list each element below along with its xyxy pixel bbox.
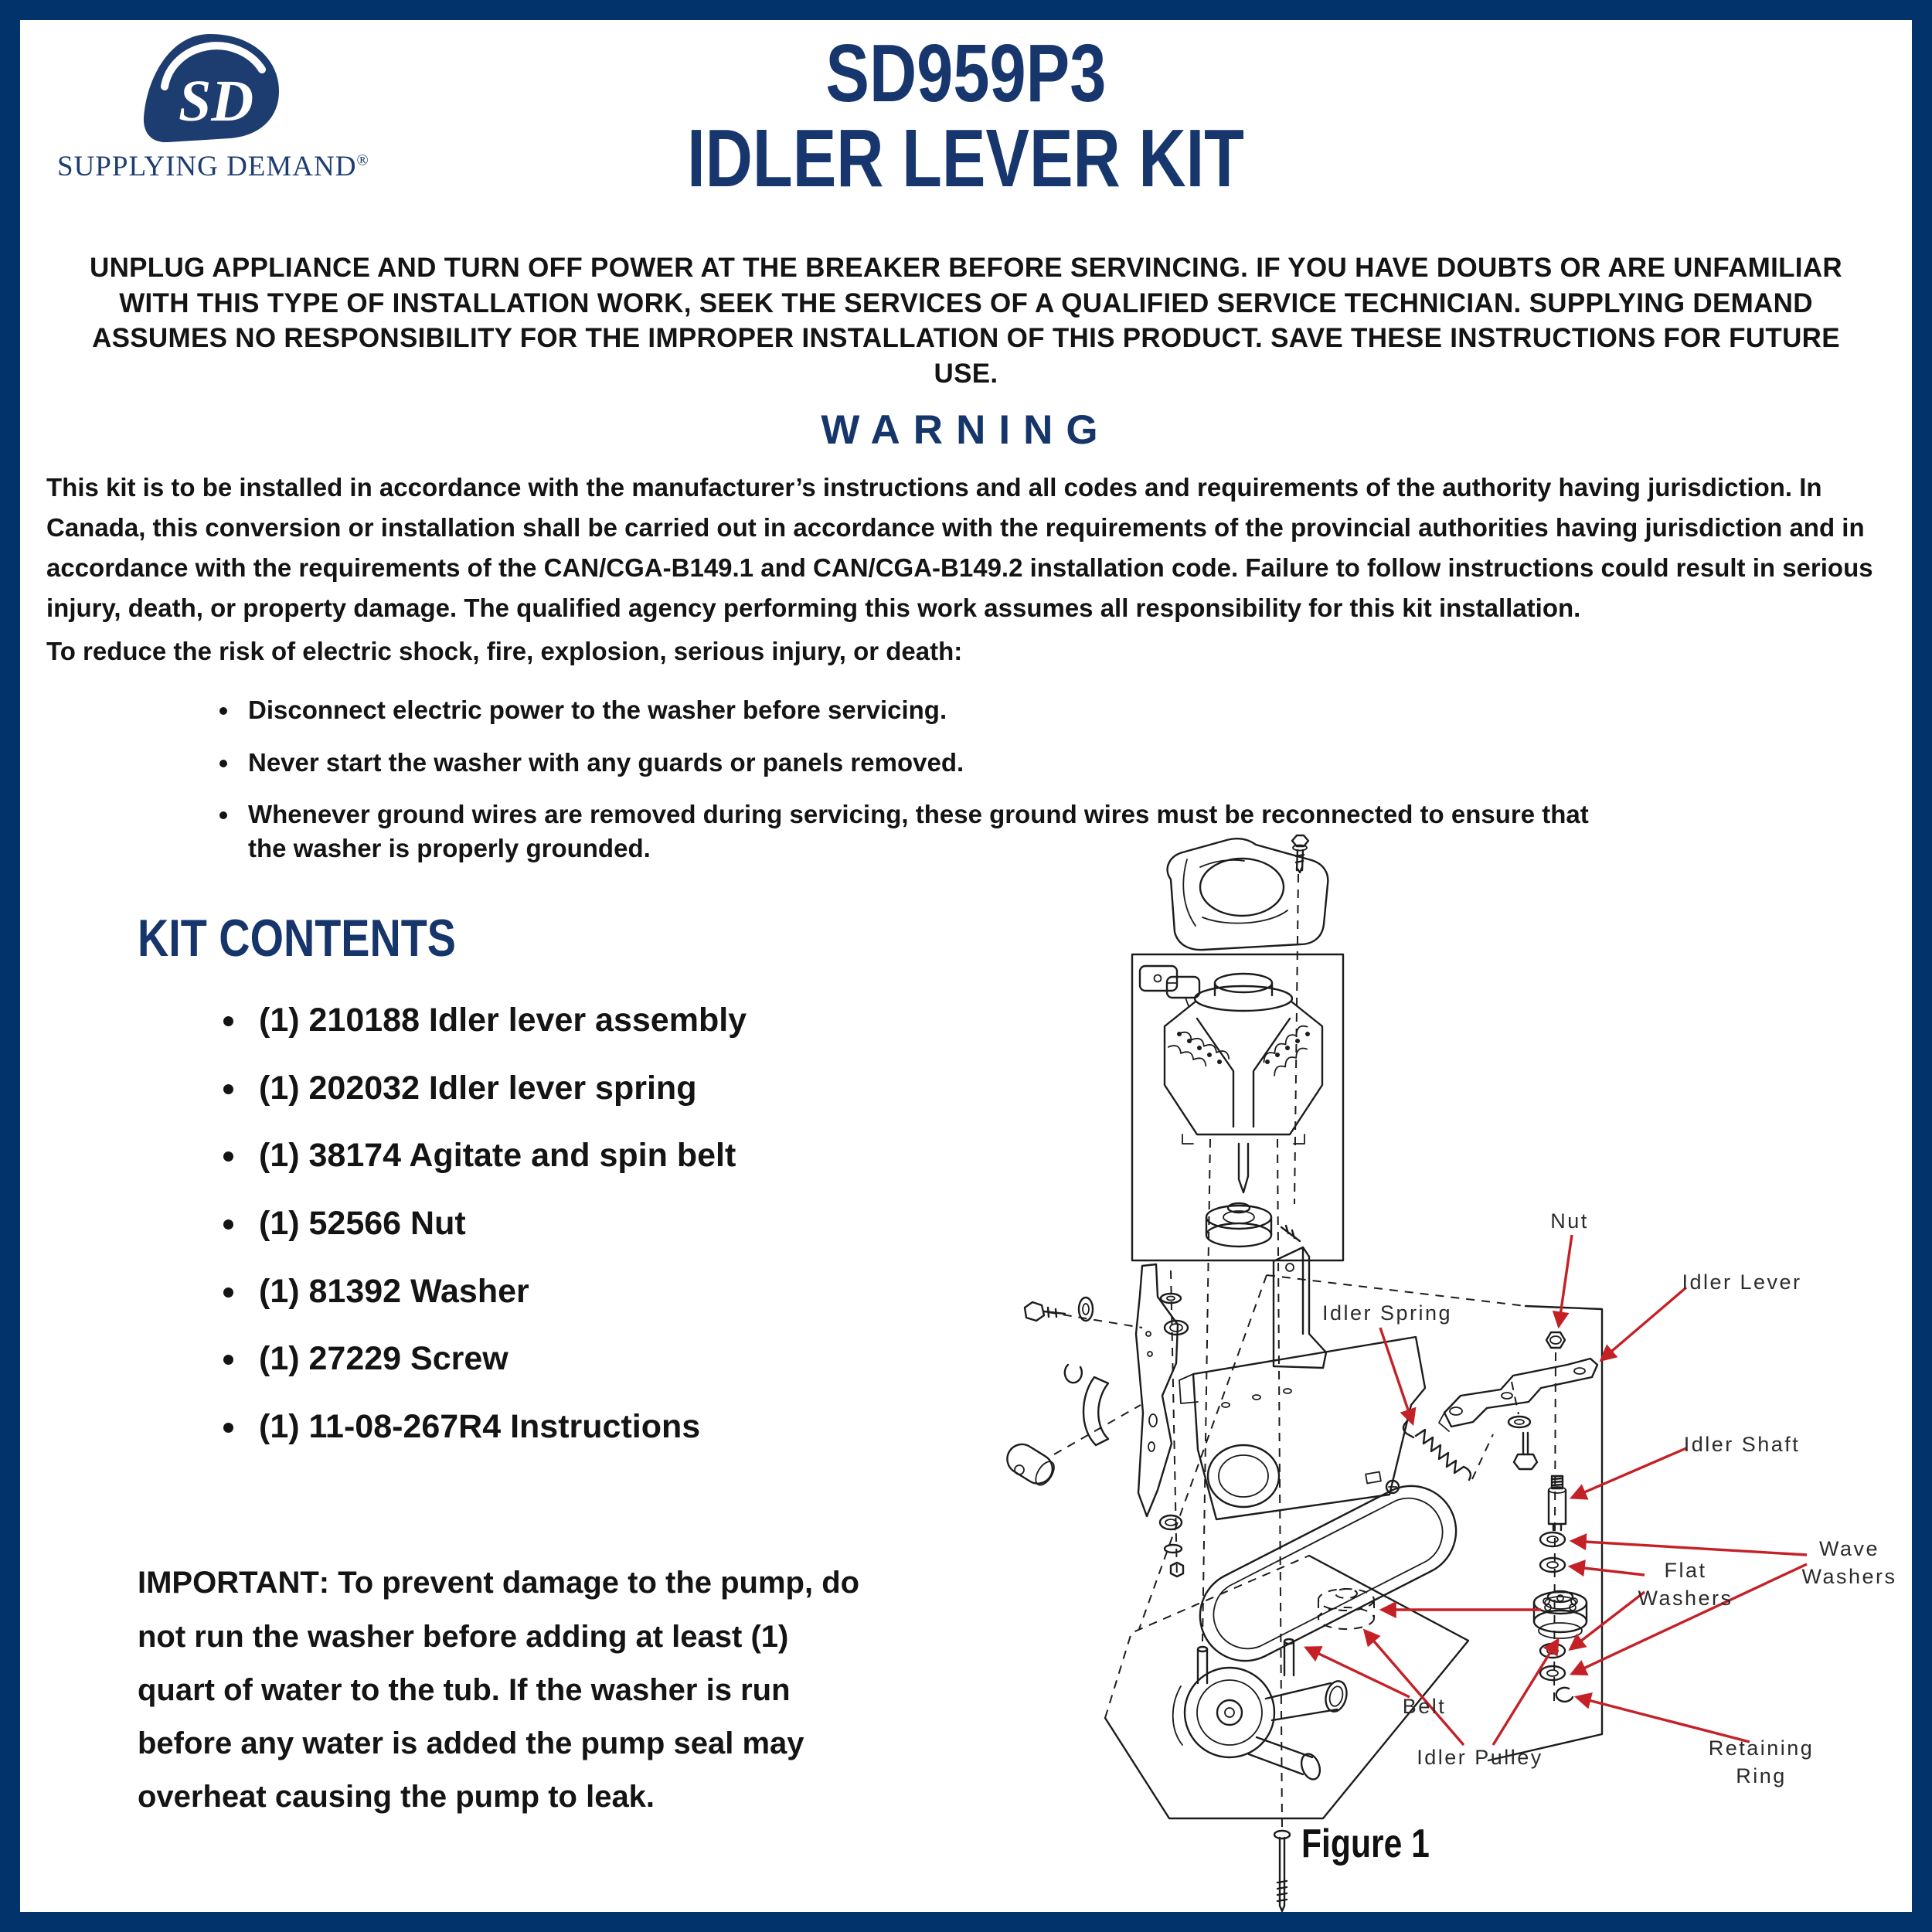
- kit-item: (1) 38174 Agitate and spin belt: [248, 1136, 1912, 1176]
- header: SD SUPPLYING DEMAND® SD959P3 IDLER LEVER…: [20, 20, 1912, 230]
- warning-heading: WARNING: [821, 407, 1111, 453]
- motor-mount-plate-part: [1179, 1246, 1427, 1521]
- pump-part: [1172, 1638, 1348, 1781]
- risk-intro-text: To reduce the risk of electric shock, fi…: [46, 636, 963, 665]
- risk-bullet-list: Disconnect electric power to the washer …: [217, 693, 1600, 865]
- left-hardware-parts: [1006, 1296, 1143, 1486]
- kit-item: (1) 210188 Idler lever assembly: [248, 1001, 1912, 1041]
- label-retaining-ring: Retaining Ring: [1708, 1736, 1815, 1788]
- callout-arrows: [1304, 1234, 1808, 1747]
- retaining-ring-part: [1555, 1686, 1574, 1703]
- kit-contents-heading: KIT CONTENTS: [138, 909, 456, 968]
- figure-caption: Figure 1: [1301, 1821, 1430, 1866]
- belt-part: [1199, 1485, 1458, 1662]
- kit-item: (1) 202032 Idler lever spring: [248, 1069, 1912, 1109]
- safety-alert-text: UNPLUG APPLIANCE AND TURN OFF POWER AT T…: [90, 253, 1842, 389]
- title-product: IDLER LEVER KIT: [687, 113, 1245, 205]
- mounting-bracket-part: [1134, 1263, 1189, 1578]
- risk-bullet: Disconnect electric power to the washer …: [240, 693, 1600, 727]
- important-label: IMPORTANT: [138, 1566, 319, 1600]
- risk-bullet: Never start the washer with any guards o…: [240, 746, 1600, 780]
- exploded-view-diagram: [1006, 834, 1808, 1912]
- drive-motor-part: [1163, 972, 1324, 1145]
- kit-item: (1) 11-08-267R4 Instructions: [248, 1407, 1912, 1447]
- kit-item: (1) 27229 Screw: [248, 1339, 1912, 1379]
- label-idler-pulley: Idler Pulley: [1417, 1746, 1543, 1769]
- important-text: : To prevent damage to the pump, do not …: [138, 1566, 860, 1815]
- idler-pulley-part: [1532, 1590, 1588, 1639]
- motor-switch-part: [1138, 964, 1201, 1007]
- kit-item: (1) 81392 Washer: [248, 1272, 1912, 1312]
- label-nut: Nut: [1550, 1209, 1589, 1233]
- brand-logo-block: SD SUPPLYING DEMAND®: [57, 29, 369, 183]
- label-idler-spring: Idler Spring: [1321, 1301, 1453, 1325]
- idler-spring-part: [1402, 1419, 1494, 1481]
- pump-bolt-part: [1273, 1829, 1291, 1912]
- motor-pulley-part: [1205, 1142, 1301, 1248]
- idler-pulley-ghost: [1318, 1588, 1375, 1630]
- page-title: SD959P3 IDLER LEVER KIT: [20, 28, 1912, 205]
- lever-hardware-parts: [1507, 1331, 1566, 1471]
- logo-monogram: SD: [179, 69, 253, 134]
- pump-base-outline: [1104, 1554, 1470, 1820]
- washer-stack-parts: [1539, 1531, 1566, 1682]
- warning-body-text: This kit is to be installed in accordanc…: [46, 473, 1873, 623]
- brand-name: SUPPLYING DEMAND®: [57, 151, 369, 182]
- label-wave-washers: Wave Washers: [1801, 1537, 1897, 1589]
- motor-cover-part: [1166, 838, 1329, 951]
- important-note: IMPORTANT: To prevent damage to the pump…: [138, 1556, 864, 1824]
- idler-shaft-part: [1547, 1475, 1567, 1532]
- label-belt: Belt: [1402, 1695, 1447, 1718]
- label-idler-shaft: Idler Shaft: [1683, 1433, 1801, 1456]
- mounting-panel-outline: [1131, 953, 1345, 1262]
- alignment-guide-lines: [1170, 873, 1556, 1828]
- risk-bullet: Whenever ground wires are removed during…: [240, 798, 1600, 865]
- title-model: SD959P3: [825, 28, 1107, 119]
- registered-mark: ®: [356, 151, 369, 169]
- supplying-demand-logo-icon: SD: [143, 34, 279, 143]
- sheet-content: SD SUPPLYING DEMAND® SD959P3 IDLER LEVER…: [20, 20, 1912, 1912]
- kit-contents-list: (1) 210188 Idler lever assembly (1) 2020…: [217, 1001, 1912, 1447]
- figure-1: Nut Idler Lever Idler Spring Idler Shaft…: [971, 824, 1912, 1912]
- label-flat-washers: Flat Washers: [1638, 1559, 1733, 1611]
- kit-item: (1) 52566 Nut: [248, 1204, 1912, 1244]
- base-platform-outline: [1138, 1274, 1604, 1762]
- idler-lever-part: [1438, 1357, 1599, 1432]
- label-idler-lever: Idler Lever: [1682, 1270, 1802, 1294]
- screw-part: [1291, 834, 1310, 874]
